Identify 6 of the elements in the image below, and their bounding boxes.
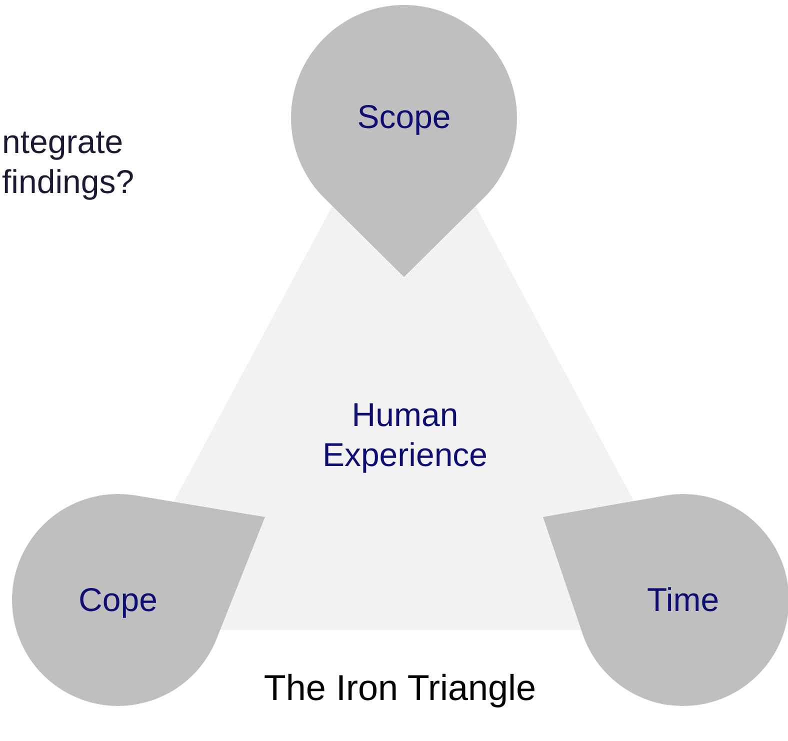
- node-label: Human Experience: [321, 395, 489, 474]
- caption: The Iron Triangle: [262, 666, 538, 710]
- question-text: ntegrate findings?: [2, 122, 136, 202]
- node-label: Cope: [78, 580, 158, 620]
- node-label: Scope: [356, 97, 452, 137]
- node-label: Time: [646, 580, 720, 620]
